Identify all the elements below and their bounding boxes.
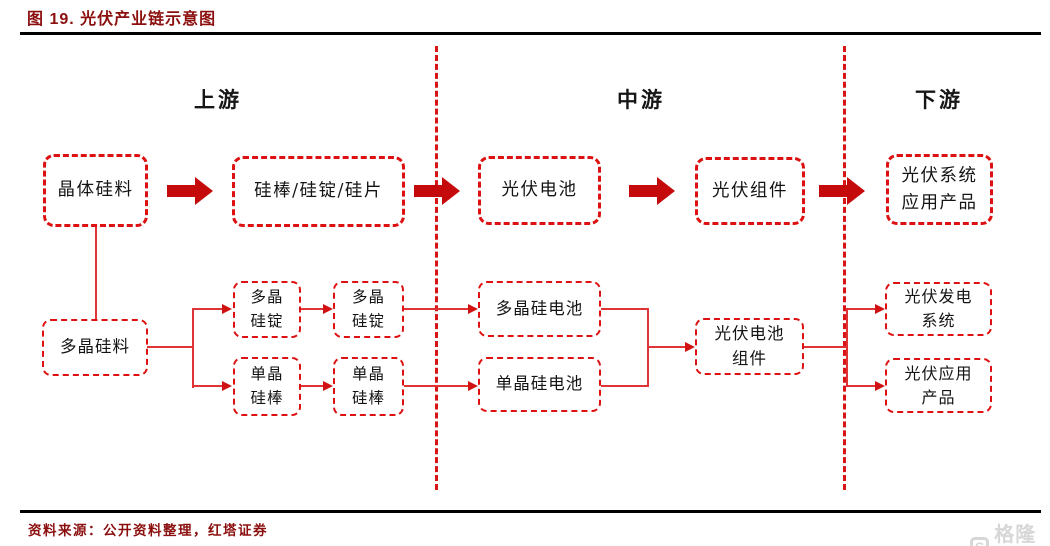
- flow-arrow-icon: [414, 177, 460, 205]
- connector-line: [601, 385, 649, 387]
- connector-line: [846, 385, 875, 387]
- node-mono-rod-2: 单晶 硅棒: [333, 357, 404, 416]
- watermark-logo: G 格隆汇: [970, 518, 1050, 546]
- arrow-head: [847, 177, 865, 205]
- node-poly-ingot-2: 多晶 硅锭: [333, 281, 404, 338]
- node-pv-module: 光伏组件: [695, 157, 805, 225]
- source-note: 资料来源：公开资料整理，红塔证券: [28, 523, 268, 539]
- flow-arrow-icon: [167, 177, 213, 205]
- node-pv-cell: 光伏电池: [478, 156, 601, 225]
- connector-line: [147, 346, 193, 348]
- arrow-head: [442, 177, 460, 205]
- node-mono-cell: 单晶硅电池: [478, 357, 601, 412]
- connector-line: [846, 308, 875, 310]
- arrowhead-icon: [468, 304, 478, 314]
- arrow-shaft: [819, 185, 849, 197]
- watermark-brand-text: 格隆汇: [994, 524, 1037, 546]
- arrowhead-icon: [685, 342, 695, 352]
- arrowhead-icon: [875, 381, 885, 391]
- node-pv-system-products: 光伏系统 应用产品: [886, 154, 993, 225]
- section-label-upstream: 上游: [194, 87, 242, 112]
- gelonghui-logo-icon: G: [970, 536, 990, 546]
- section-label-downstream: 下游: [915, 87, 963, 112]
- connector-line: [404, 308, 469, 310]
- node-poly-silicon: 多晶硅料: [42, 319, 148, 376]
- connector-line: [804, 346, 848, 348]
- node-poly-ingot-1: 多晶 硅锭: [233, 281, 301, 338]
- arrow-shaft: [414, 185, 444, 197]
- connector-branch-line: [846, 308, 848, 387]
- connector-line: [301, 308, 324, 310]
- arrow-shaft: [629, 185, 659, 197]
- arrowhead-icon: [468, 381, 478, 391]
- connector-line: [192, 385, 223, 387]
- arrowhead-icon: [222, 381, 232, 391]
- arrow-shaft: [167, 185, 197, 197]
- node-rod-ingot-wafer: 硅棒/硅锭/硅片: [232, 156, 405, 227]
- node-pv-power-system: 光伏发电 系统: [885, 282, 992, 336]
- node-pv-app-products: 光伏应用 产品: [885, 358, 992, 413]
- node-crystal-silicon: 晶体硅料: [43, 154, 148, 227]
- connector-line: [647, 346, 685, 348]
- node-mono-rod-1: 单晶 硅棒: [233, 357, 301, 416]
- arrowhead-icon: [323, 381, 333, 391]
- arrow-head: [195, 177, 213, 205]
- connector-crystal-to-poly: [95, 227, 97, 319]
- section-label-midstream: 中游: [617, 87, 665, 112]
- flow-arrow-icon: [819, 177, 865, 205]
- arrowhead-icon: [323, 304, 333, 314]
- flow-arrow-icon: [629, 177, 675, 205]
- arrow-head: [657, 177, 675, 205]
- section-divider-midstream-downstream: [843, 46, 846, 490]
- connector-branch-line: [192, 308, 194, 388]
- connector-line: [192, 308, 223, 310]
- connector-line: [301, 385, 324, 387]
- figure-title: 图 19. 光伏产业链示意图: [27, 11, 217, 28]
- node-poly-cell: 多晶硅电池: [478, 281, 601, 337]
- node-pv-cell-module: 光伏电池 组件: [695, 318, 804, 375]
- arrowhead-icon: [222, 304, 232, 314]
- footer-rule: [20, 510, 1041, 513]
- connector-line: [601, 308, 649, 310]
- section-divider-upstream-midstream: [435, 46, 438, 490]
- title-underline: [20, 32, 1041, 35]
- connector-line: [404, 385, 469, 387]
- arrowhead-icon: [875, 304, 885, 314]
